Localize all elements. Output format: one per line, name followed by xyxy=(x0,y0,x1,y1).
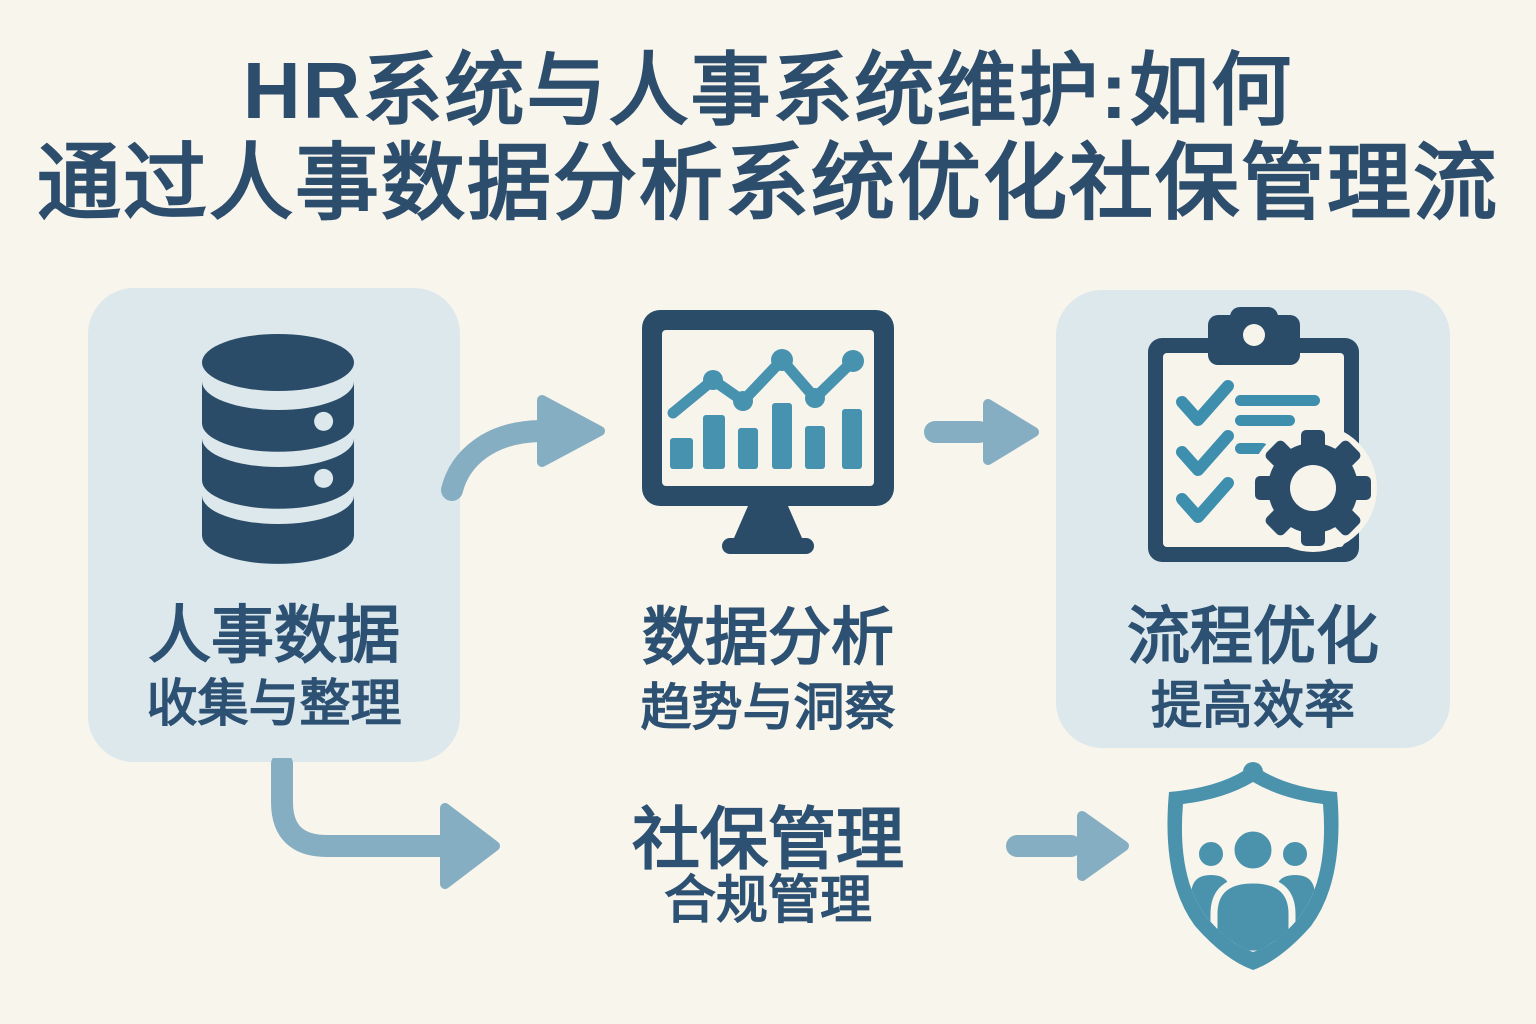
arrow-right-icon xyxy=(924,399,1039,465)
bar-chart-bars xyxy=(670,403,862,469)
checklist-lines xyxy=(1235,395,1320,454)
step1-label: 人事数据 xyxy=(148,601,400,671)
bottom-step-sublabel: 合规管理 xyxy=(663,872,872,930)
database-dot xyxy=(314,468,334,488)
arrow-down-right-curved-icon xyxy=(271,758,500,889)
title-line-1: HR系统与人事系统维护:如何 xyxy=(242,46,1294,135)
database-dot xyxy=(314,411,334,431)
step1-sublabel: 收集与整理 xyxy=(146,675,402,732)
database-icon xyxy=(202,334,354,564)
trend-line xyxy=(667,349,864,419)
bottom-step-label: 社保管理 xyxy=(631,802,904,878)
step2-label: 数据分析 xyxy=(642,603,894,673)
page-title: HR系统与人事系统维护:如何 通过人事数据分析系统优化社保管理流 xyxy=(0,46,1536,230)
clip-hole xyxy=(1243,324,1265,346)
arrow-right-curved-icon xyxy=(441,395,605,501)
step2-sublabel: 趋势与洞察 xyxy=(640,679,896,736)
step3-sublabel: 提高效率 xyxy=(1150,677,1355,734)
step3-label: 流程优化 xyxy=(1127,602,1379,672)
clipboard-checklist-gear-icon xyxy=(1148,307,1377,562)
shield-people-icon xyxy=(1167,762,1339,970)
monitor-bar-chart-icon xyxy=(642,310,894,554)
title-line-2: 通过人事数据分析系统优化社保管理流 xyxy=(36,135,1499,230)
gear-icon xyxy=(1249,424,1377,552)
arrow-right-icon xyxy=(1006,811,1129,881)
checkmarks xyxy=(1176,380,1234,523)
person-center xyxy=(1210,876,1296,952)
